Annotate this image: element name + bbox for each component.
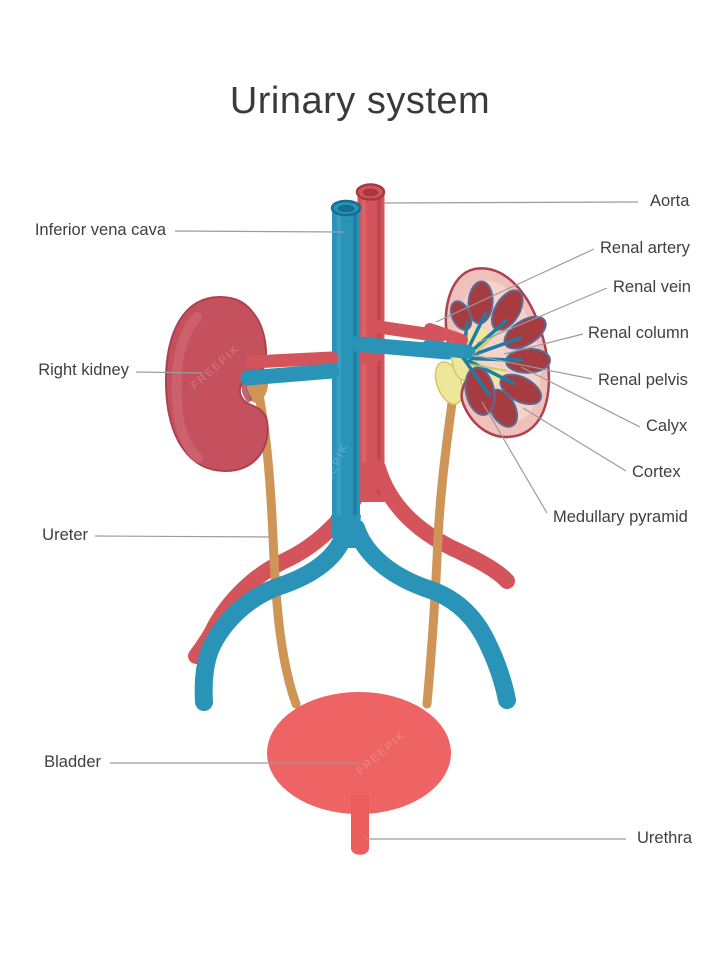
label-medullary-pyramid: Medullary pyramid: [553, 508, 688, 526]
ureter-right-tube: [422, 376, 460, 709]
page-title: Urinary system: [229, 80, 491, 122]
urethra-shape: [351, 795, 369, 855]
renal-vein-left: [240, 363, 340, 386]
label-renal-pelvis: Renal pelvis: [598, 371, 688, 389]
label-right-kidney: Right kidney: [38, 361, 129, 379]
iliac-vein-right: [347, 519, 516, 709]
label-urethra: Urethra: [637, 829, 693, 847]
leader-aorta: [382, 201, 639, 204]
leader-medullary-pyramid: [481, 401, 548, 514]
label-renal-vein: Renal vein: [613, 278, 691, 296]
label-inferior-vena-cava: Inferior vena cava: [34, 221, 166, 239]
inferior-vena-cava-vessel: [194, 199, 516, 711]
label-ureter: Ureter: [42, 526, 88, 544]
label-calyx: Calyx: [646, 417, 688, 435]
renal-artery-hilum: [424, 323, 468, 346]
label-renal-artery: Renal artery: [600, 239, 690, 257]
iliac-artery-right: [370, 460, 515, 589]
leader-ureter: [94, 535, 272, 538]
leader-renal-column: [503, 333, 584, 355]
label-aorta: Aorta: [650, 192, 690, 210]
label-bladder: Bladder: [44, 753, 101, 771]
leader-calyx: [520, 366, 641, 428]
label-renal-column: Renal column: [588, 324, 689, 342]
right-kidney-shape: [164, 295, 269, 473]
bladder-shape: [267, 692, 451, 855]
leader-inferior-vena-cava: [174, 230, 345, 233]
leader-renal-vein: [476, 287, 608, 344]
leader-right-kidney: [135, 371, 204, 374]
label-cortex: Cortex: [632, 463, 681, 481]
leader-lines: [94, 201, 641, 840]
medullary-pyramids: [449, 280, 552, 428]
leader-renal-artery: [435, 248, 595, 323]
iliac-vein-left: [194, 519, 355, 711]
leader-renal-pelvis: [471, 354, 593, 380]
renal-artery-left: [245, 351, 339, 369]
renal-vein-hilum: [421, 340, 475, 359]
leader-cortex: [522, 407, 627, 472]
